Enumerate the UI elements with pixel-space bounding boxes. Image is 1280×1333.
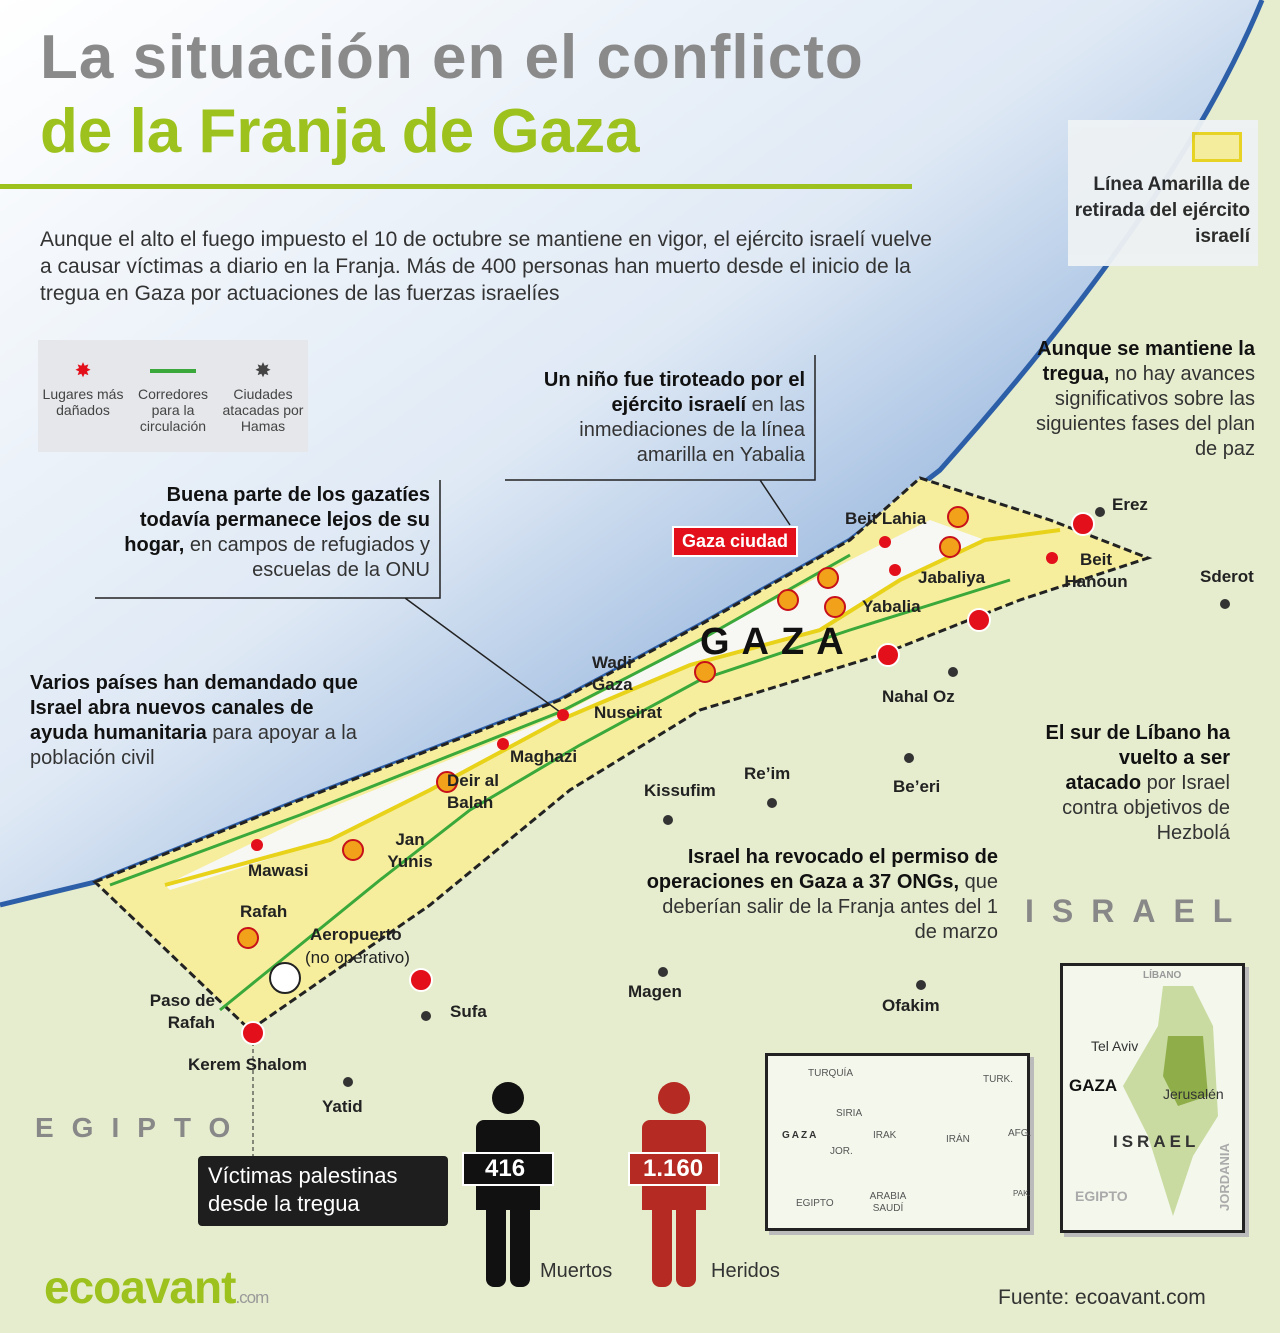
title-rule [0, 184, 912, 189]
place-label: Aeropuerto [310, 925, 402, 944]
logo: ecoavant.com [44, 1261, 269, 1313]
place-label: Erez [1112, 495, 1148, 514]
gaza-strip [92, 476, 1153, 1032]
place-label: Magen [628, 982, 682, 1001]
place-label: Wadi Gaza [592, 653, 633, 694]
place-label: Rafah [240, 902, 288, 921]
title-line1: La situación en el conflicto [40, 23, 864, 92]
crossing-markers [241, 512, 1095, 1045]
place-label: Yatid [322, 1097, 363, 1116]
place-label: Jabaliya [918, 568, 986, 587]
place-label: Be’eri [893, 777, 941, 796]
damaged-site-markers [251, 536, 1058, 851]
place-label: Nahal Oz [882, 687, 955, 706]
title-line2: de la Franja de Gaza [40, 97, 640, 166]
corridor-road [219, 578, 1011, 1012]
gaza-label: GAZA [700, 621, 856, 663]
place-label: Mawasi [248, 861, 309, 880]
place-label: Maghazi [510, 747, 578, 766]
green-line-icon [131, 356, 216, 386]
israel-label: ISRAEL [1025, 893, 1251, 929]
callout-line [95, 355, 816, 713]
injured-count: 1.160 [643, 1155, 704, 1182]
gaza-city-label: Gaza ciudad [672, 526, 799, 557]
annotation-ngos: Israel ha revocado el permiso de operaci… [646, 846, 998, 943]
unrestricted-zone [165, 520, 985, 890]
yellow-line-swatch [1192, 132, 1242, 162]
injured-pictogram [628, 1082, 720, 1292]
dead-label: Muertos [540, 1260, 613, 1282]
place-label: Kerem Shalom [188, 1055, 308, 1074]
place-label: Re’im [744, 764, 791, 783]
annotation-truce: Aunque se mantiene la tregua, no hay ava… [1035, 338, 1255, 460]
red-star-icon: ✸ [74, 360, 92, 382]
intro-text: Aunque el alto el fuego impuesto el 10 d… [40, 228, 932, 305]
yellow-line-legend: Línea Amarilla de retirada del ejército … [1068, 120, 1258, 266]
source: Fuente: ecoavant.com [998, 1286, 1206, 1309]
annotation-yabalia: Un niño fue tiroteado por el ejército is… [543, 369, 805, 466]
place-label: Jan Yunis [387, 830, 433, 871]
legend-item: ✸Ciudades atacadas por Hamas [221, 356, 306, 452]
annotation-lebanon: El sur de Líbano ha vuelto a ser atacado… [1045, 722, 1230, 844]
place-label: Deir al Balah [447, 771, 499, 812]
place-label: Sderot [1200, 567, 1254, 586]
dead-pictogram [462, 1082, 554, 1292]
injured-label: Heridos [711, 1260, 780, 1282]
place-label: Sufa [450, 1002, 487, 1021]
hamas-attack-markers [343, 507, 1230, 1087]
place-label: Paso de Rafah [149, 991, 215, 1032]
victims-title: Víctimas palestinas desde la tregua [198, 1156, 448, 1226]
place-label: (no operativo) [305, 948, 410, 967]
legend-item: Corredores para la circulación [131, 356, 216, 452]
israel-shape [1123, 986, 1218, 1216]
annotation-aid: Varios países han demandado que Israel a… [30, 672, 358, 769]
dead-count: 416 [485, 1155, 526, 1182]
place-label: Yabalia [862, 597, 921, 616]
egypt-label: EGIPTO [35, 1112, 249, 1143]
place-label: Beit Lahia [845, 509, 927, 528]
place-label: Beit Hanoun [1064, 550, 1128, 591]
gray-star-icon: ✸ [254, 360, 272, 382]
place-label: Kissufim [644, 781, 716, 800]
place-label: Ofakim [882, 996, 940, 1015]
legend: ✸Lugares más dañados Corredores para la … [38, 340, 308, 452]
legend-item: ✸Lugares más dañados [41, 356, 126, 452]
inset-israel-map: LÍBANO Tel Aviv GAZA Jerusalén ISRAEL EG… [1060, 963, 1245, 1233]
sea [0, 0, 1262, 905]
airport-icon [269, 962, 301, 994]
annotation-displaced: Buena parte de los gazatíes todavía perm… [124, 484, 430, 581]
explosion-markers [237, 506, 969, 949]
inset-region-map: TURQUÍA TURK. SIRIA GAZA IRAK IRÁN AFG. … [765, 1053, 1031, 1231]
place-label: Nuseirat [594, 703, 663, 722]
